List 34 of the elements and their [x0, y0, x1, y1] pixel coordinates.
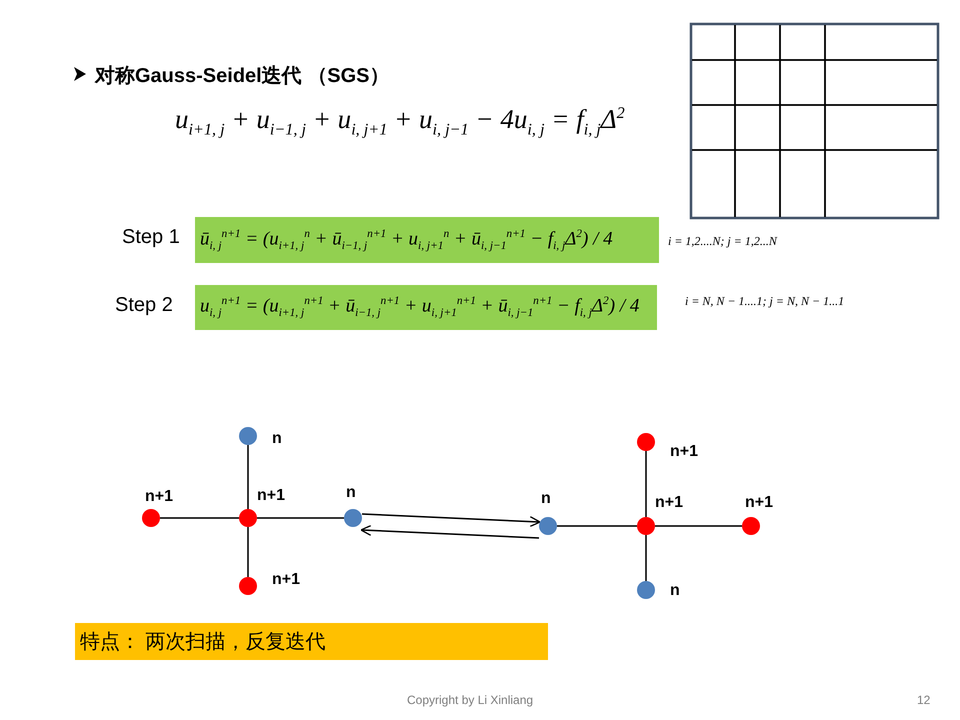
highlight-panel — [75, 623, 548, 660]
time-level-label: n+1 — [257, 487, 286, 505]
time-level-label: n — [272, 430, 282, 448]
time-level-label: n — [670, 582, 680, 600]
step-label: Step 1 — [122, 226, 180, 249]
time-level-label: n — [346, 484, 356, 502]
stencil-line — [645, 451, 647, 517]
page-number: 12 — [917, 693, 930, 707]
arrow — [362, 513, 541, 528]
formula-panel — [195, 285, 657, 330]
step-label: Step 2 — [115, 294, 173, 317]
stencil-line — [257, 517, 344, 519]
time-level-label: n+1 — [145, 488, 174, 506]
arrow — [360, 524, 540, 539]
time-level-label: n — [541, 490, 551, 508]
copyright-note: Copyright by Li Xinliang — [407, 693, 534, 707]
formula: u$_{i, j}$$^{n+1}$ = (u$_{i+1, j}$$^{n+1}$ + ū$_{i−1, j}$$^{n+1}$ + u$_{i, j+1}$$^{n+1}$ + ū$_{i, j−1}$$^{n+1}$ − f$_{i, j}$Δ$^{2}$) / 4 — [199, 295, 640, 320]
stencil-line — [247, 527, 249, 577]
formula: ū$_{i, j}$$^{n+1}$ = (u$_{i+1, j}$$^{n}$ + ū$_{i−1, j}$$^{n+1}$ + u$_{i, j+1}$$^{n}$ + ū$_{i, j−1}$$^{n+1}$ − f$_{i, j}$Δ$^{2}$) / 4 — [199, 228, 613, 252]
time-level-label: n+1 — [655, 494, 684, 512]
stencil-line — [557, 525, 637, 527]
index-range: i = N, N − 1....1; j = N, N − 1...1 — [685, 294, 844, 309]
time-level-label: n+1 — [272, 571, 300, 589]
stencil-line — [655, 525, 742, 527]
feature-note: 特点： 两次扫描，反复迭代 — [79, 630, 326, 655]
stencil-line — [247, 445, 249, 509]
formula-panel — [195, 217, 659, 263]
equation: u$_{i+1, j}$ + u$_{i−1, j}$ + u$_{i, j+1}$ + u$_{i, j−1}$ − 4u$_{i, j}$ = f$_{i, j}$Δ$^{2}$ — [175, 104, 625, 140]
stencil-line — [160, 517, 239, 519]
time-level-label: n+1 — [670, 443, 698, 461]
slide-title: 对称Gauss-Seidel迭代 （SGS） — [95, 64, 390, 89]
stencil-line — [645, 535, 647, 581]
index-range: i = 1,2....N; j = 1,2...N — [668, 234, 777, 249]
time-level-label: n+1 — [745, 494, 774, 512]
